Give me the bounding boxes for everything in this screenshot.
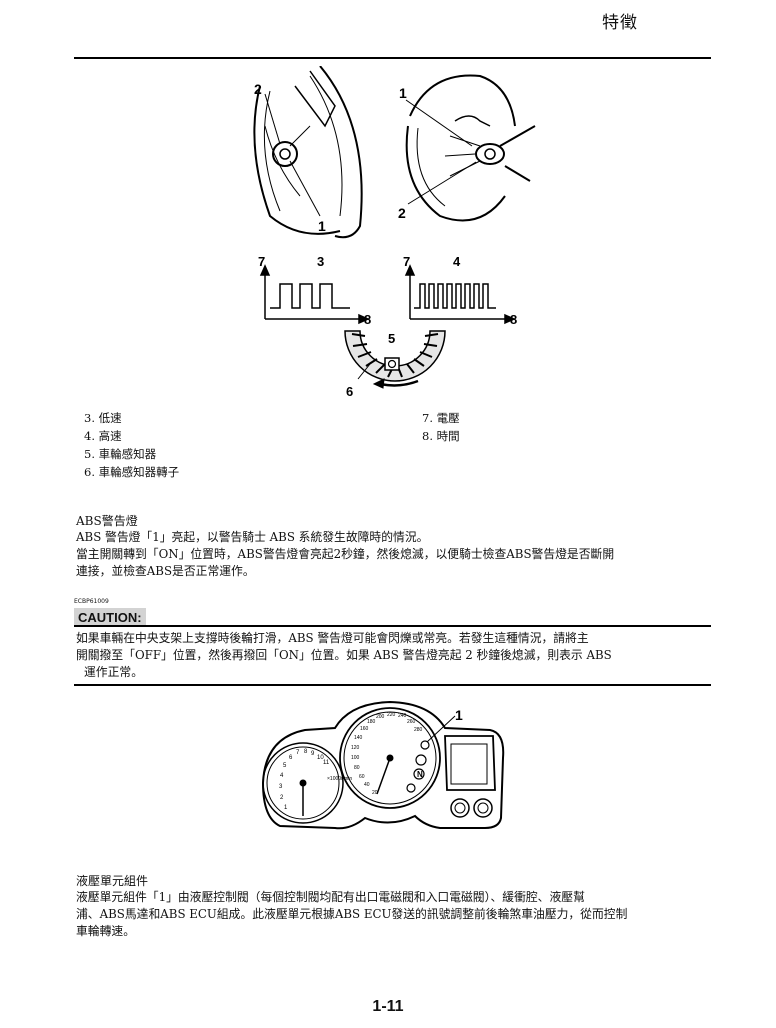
caution-code: ECBP61009 <box>74 598 109 605</box>
paragraph-line: 運作正常。 <box>84 665 143 679</box>
tach-tick: 10 <box>317 755 324 761</box>
label-time: 8 <box>364 312 371 327</box>
speedometer-ticks: 20 40 60 80 100 120 140 160 180 200 220 … <box>351 712 423 796</box>
label-voltage-right: 7 <box>403 254 410 269</box>
tach-tick: 2 <box>280 795 284 801</box>
speedo-tick: 180 <box>367 719 376 725</box>
label-voltage: 7 <box>258 254 265 269</box>
tach-tick: 6 <box>289 755 293 761</box>
legend-item: 7. 電壓 <box>422 411 460 425</box>
callout-2-rear: 2 <box>398 205 406 221</box>
callout-2: 2 <box>254 81 262 97</box>
indicator-lights <box>406 740 430 793</box>
legend-left: 3. 低速 4. 高速 5. 車輪感知器 6. 車輪感知器轉子 <box>84 409 179 481</box>
legend-item: 3. 低速 <box>84 411 122 425</box>
wheel-sensor-figure: 2 1 1 2 7 3 8 7 4 8 <box>253 66 536 399</box>
speedo-tick: 220 <box>387 712 396 718</box>
section-title: 特徵 <box>602 13 638 33</box>
instrument-cluster-figure: 1 2 3 4 5 6 7 8 9 10 11 ×1000r/min 20 40… <box>261 700 505 830</box>
tach-tick: 4 <box>280 773 284 779</box>
legend-right: 7. 電壓 8. 時間 <box>422 409 460 445</box>
paragraph-line: 車輪轉速。 <box>76 924 135 938</box>
callout-abs-light: 1 <box>455 707 463 723</box>
legend-item: 8. 時間 <box>422 429 460 443</box>
legend-item: 6. 車輪感知器轉子 <box>84 465 180 479</box>
caution-top-rule <box>74 625 711 627</box>
callout-1-rear: 1 <box>399 85 407 101</box>
legend-item: 4. 高速 <box>84 429 122 443</box>
abs-warning-title: ABS警告燈 <box>76 514 138 528</box>
speedo-tick: 160 <box>360 726 369 732</box>
speedo-tick: 280 <box>414 727 423 733</box>
paragraph-line: 如果車輛在中央支架上支撐時後輪打滑，ABS 警告燈可能會閃爍或常亮。若發生這種情… <box>76 631 589 645</box>
tach-tick: 9 <box>311 751 315 757</box>
label-high-speed: 4 <box>453 254 461 269</box>
sensor-rotor <box>344 330 446 389</box>
tachometer <box>262 742 344 824</box>
speedo-tick: 100 <box>351 755 360 761</box>
caution-label: CAUTION: <box>74 608 146 626</box>
tach-tick: 1 <box>284 805 288 811</box>
tach-unit: ×1000r/min <box>327 776 352 782</box>
header-rule <box>74 57 711 59</box>
tach-tick: 7 <box>296 750 300 756</box>
abs-warning-light <box>420 740 430 750</box>
tach-tick: 8 <box>304 749 308 755</box>
speedo-tick: 20 <box>372 790 378 796</box>
legend-item: 5. 車輪感知器 <box>84 447 157 461</box>
tachometer-ticks: 1 2 3 4 5 6 7 8 9 10 11 ×1000r/min <box>279 749 352 811</box>
paragraph-line: 液壓單元組件「1」由液壓控制閥（每個控制閥均配有出口電磁閥和入口電磁閥）、緩衝腔… <box>76 890 585 904</box>
high-speed-waveform <box>404 264 516 325</box>
speedo-tick: 200 <box>376 714 385 720</box>
caution-bottom-rule <box>74 684 711 686</box>
hydraulic-body: 液壓單元組件「1」由液壓控制閥（每個控制閥均配有出口電磁閥和入口電磁閥）、緩衝腔… <box>76 889 716 940</box>
hydraulic-title: 液壓單元組件 <box>76 874 149 888</box>
leader-line <box>426 715 456 743</box>
paragraph-line: 浦、ABS馬達和ABS ECU組成。此液壓單元根據ABS ECU發送的訊號調整前… <box>76 907 628 921</box>
speedo-tick: 80 <box>354 765 360 771</box>
speedo-tick: 240 <box>398 713 407 719</box>
label-sensor: 5 <box>388 331 395 346</box>
paragraph-line: 開關撥至「OFF」位置，然後再撥回「ON」位置。如果 ABS 警告燈亮起 2 秒… <box>76 648 612 662</box>
multi-function-display <box>444 735 496 818</box>
paragraph-line: 連接，並檢查ABS是否正常運作。 <box>76 564 255 578</box>
paragraph-line: ABS 警告燈「1」亮起，以警告騎士 ABS 系統發生故障時的情況。 <box>76 530 429 544</box>
speedo-tick: 260 <box>407 719 416 725</box>
rear-wheel-illustration <box>405 74 536 222</box>
label-low-speed: 3 <box>317 254 324 269</box>
paragraph-line: 當主開關轉到「ON」位置時，ABS警告燈會亮起2秒鐘，然後熄滅，以便騎士檢查AB… <box>76 547 615 561</box>
label-rotor: 6 <box>346 384 353 399</box>
neutral-indicator: N <box>417 770 423 779</box>
speedo-tick: 40 <box>364 782 370 788</box>
speedo-tick: 120 <box>351 745 360 751</box>
label-time-right: 8 <box>510 312 517 327</box>
front-wheel-illustration <box>253 66 363 239</box>
low-speed-waveform <box>259 264 370 325</box>
speedo-tick: 60 <box>359 774 365 780</box>
meter-housing <box>261 700 505 830</box>
tach-tick: 3 <box>279 784 283 790</box>
tach-tick: 11 <box>323 760 330 766</box>
abs-warning-body: ABS 警告燈「1」亮起，以警告騎士 ABS 系統發生故障時的情況。 當主開關轉… <box>76 529 716 580</box>
page-number: 1-11 <box>372 998 404 1015</box>
caution-body: 如果車輛在中央支架上支撐時後輪打滑，ABS 警告燈可能會閃爍或常亮。若發生這種情… <box>76 630 716 681</box>
speedometer <box>339 707 441 809</box>
speedo-tick: 140 <box>354 735 363 741</box>
callout-1: 1 <box>318 218 326 234</box>
tach-tick: 5 <box>283 763 287 769</box>
